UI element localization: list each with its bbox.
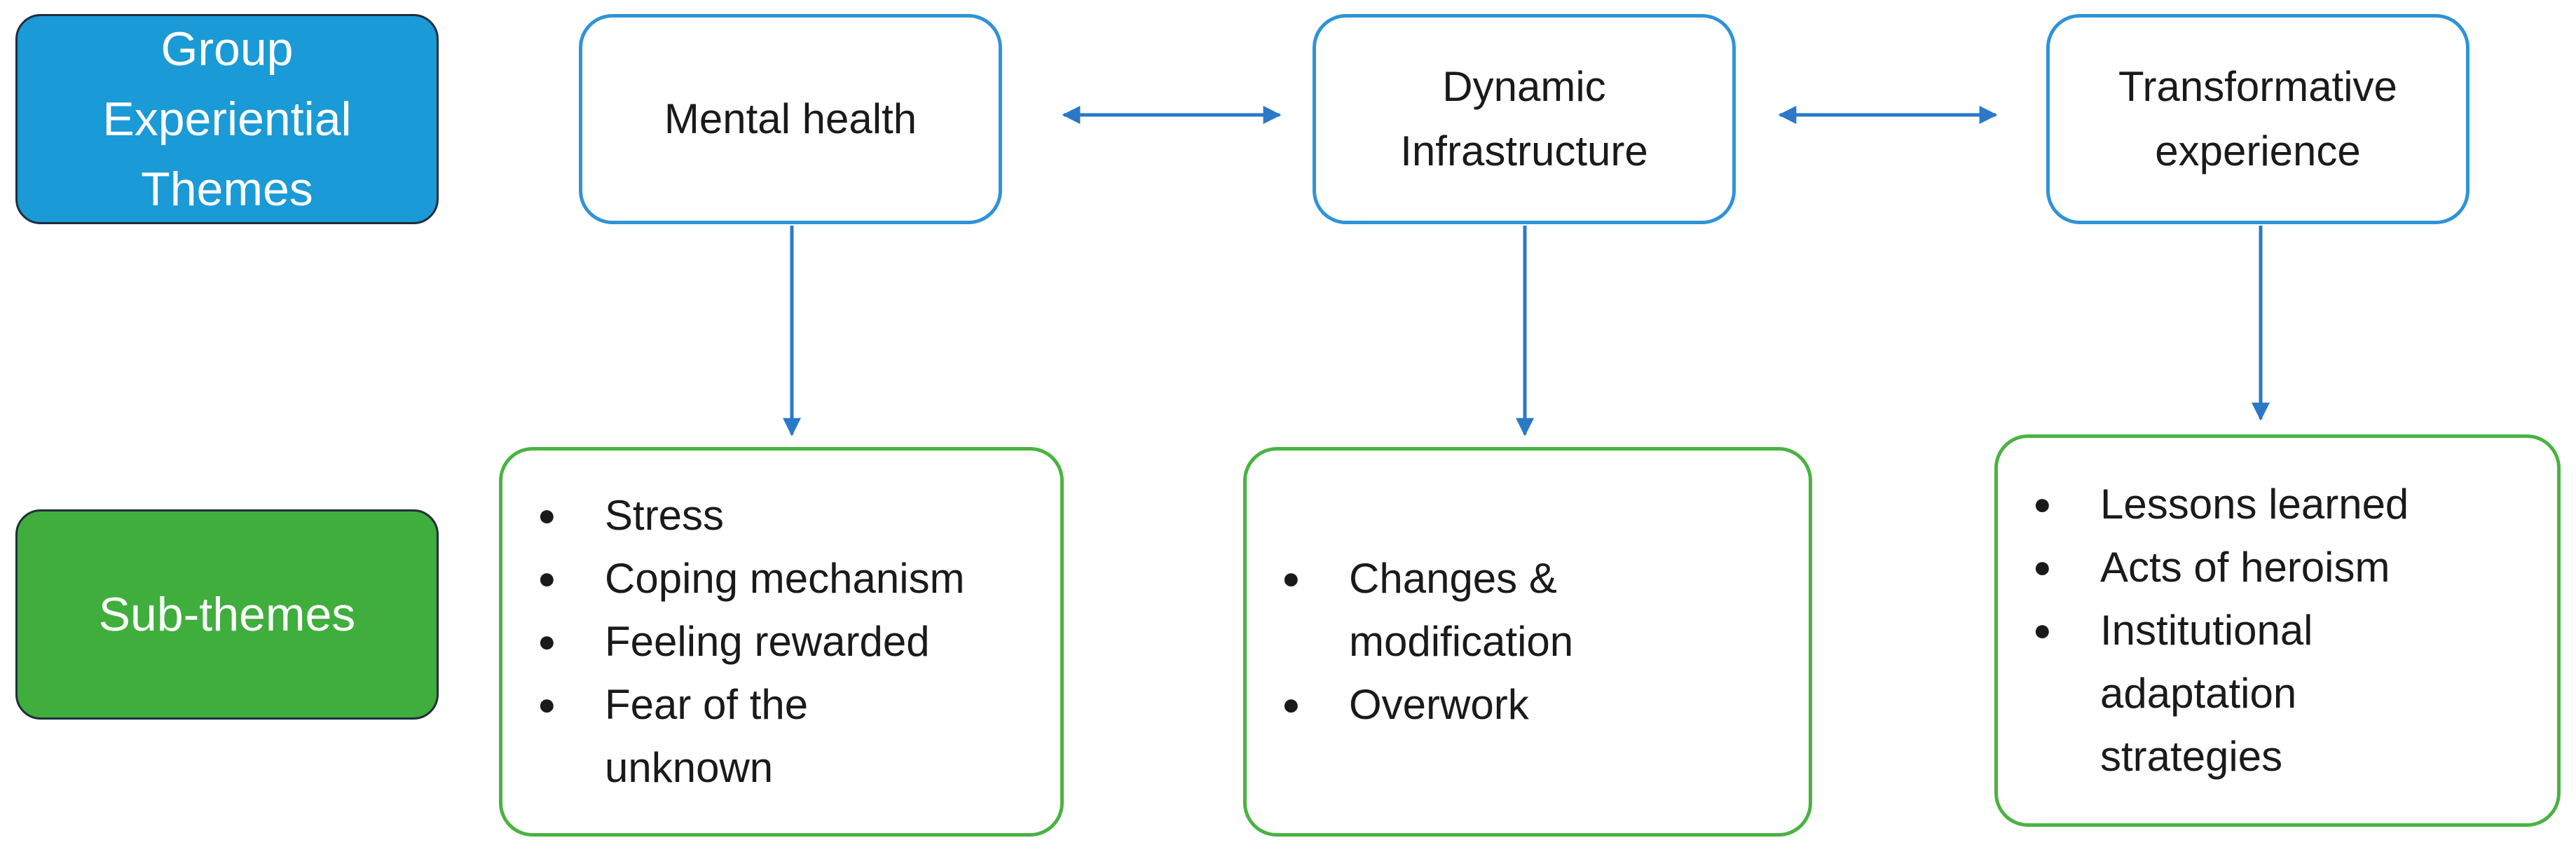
theme-label: Mental health [664, 95, 917, 142]
list-item: ● Fear of the unknown [537, 673, 839, 799]
list-item-text: Fear of the unknown [605, 681, 809, 791]
list-item: ● Lessons learned [2033, 473, 2481, 536]
subtheme-list: ● Changes & modification ● Overwork [1282, 547, 1809, 736]
theme-box-transformative-experience: Transformative experience [2046, 14, 2469, 224]
legend-themes-line-3: Themes [141, 163, 313, 216]
bullet-icon: ● [2033, 487, 2052, 521]
legend-subthemes-label: Sub-themes [98, 588, 356, 641]
sub-themes-legend: Sub-themes [15, 509, 439, 720]
bullet-icon: ● [1282, 687, 1301, 722]
legend-themes-line-2: Experiential [102, 92, 352, 146]
list-item-text: Lessons learned [2100, 481, 2409, 528]
list-item: ● Acts of heroism [2033, 536, 2481, 599]
bullet-icon: ● [537, 561, 556, 596]
list-item: ● Stress [537, 484, 930, 547]
theme-label-line-2: experience [2155, 128, 2361, 174]
list-item: ● Institutional adaptation strategies [2033, 599, 2341, 788]
list-item: ● Feeling rewarded [537, 610, 1000, 673]
bullet-icon: ● [1282, 561, 1301, 596]
bullet-icon: ● [537, 624, 556, 659]
theme-label-line-2: Infrastructure [1400, 128, 1648, 174]
list-item-text: Stress [605, 492, 725, 539]
theme-box-dynamic-infrastructure: Dynamic Infrastructure [1313, 14, 1736, 224]
bullet-icon: ● [537, 498, 556, 532]
theme-box-mental-health: Mental health [579, 14, 1002, 224]
list-item-text: Feeling rewarded [605, 618, 930, 665]
subtheme-box-transformative-experience: ● Lessons learned ● Acts of heroism ● In… [1994, 434, 2561, 827]
list-item-text: Overwork [1349, 681, 1529, 728]
list-item-text: Changes & modification [1349, 555, 1574, 665]
bullet-icon: ● [2033, 613, 2052, 647]
subtheme-box-dynamic-infrastructure: ● Changes & modification ● Overwork [1243, 447, 1812, 837]
theme-label-line-1: Dynamic [1442, 63, 1606, 110]
list-item-text: Institutional adaptation strategies [2100, 607, 2313, 780]
subtheme-list: ● Lessons learned ● Acts of heroism ● In… [2033, 473, 2557, 788]
theme-label-line-1: Transformative [2118, 63, 2397, 110]
subtheme-box-mental-health: ● Stress ● Coping mechanism ● Feeling re… [499, 447, 1064, 837]
list-item: ● Coping mechanism [537, 547, 1000, 610]
group-experiential-themes-legend: Group Experiential Themes [15, 14, 439, 224]
bullet-icon: ● [537, 687, 556, 722]
list-item: ● Changes & modification [1282, 547, 1646, 673]
legend-themes-line-1: Group [160, 22, 294, 76]
subtheme-list: ● Stress ● Coping mechanism ● Feeling re… [537, 484, 1060, 799]
list-item: ● Overwork [1282, 673, 1646, 736]
list-item-text: Coping mechanism [605, 555, 965, 602]
list-item-text: Acts of heroism [2100, 544, 2390, 591]
bullet-icon: ● [2033, 550, 2052, 584]
